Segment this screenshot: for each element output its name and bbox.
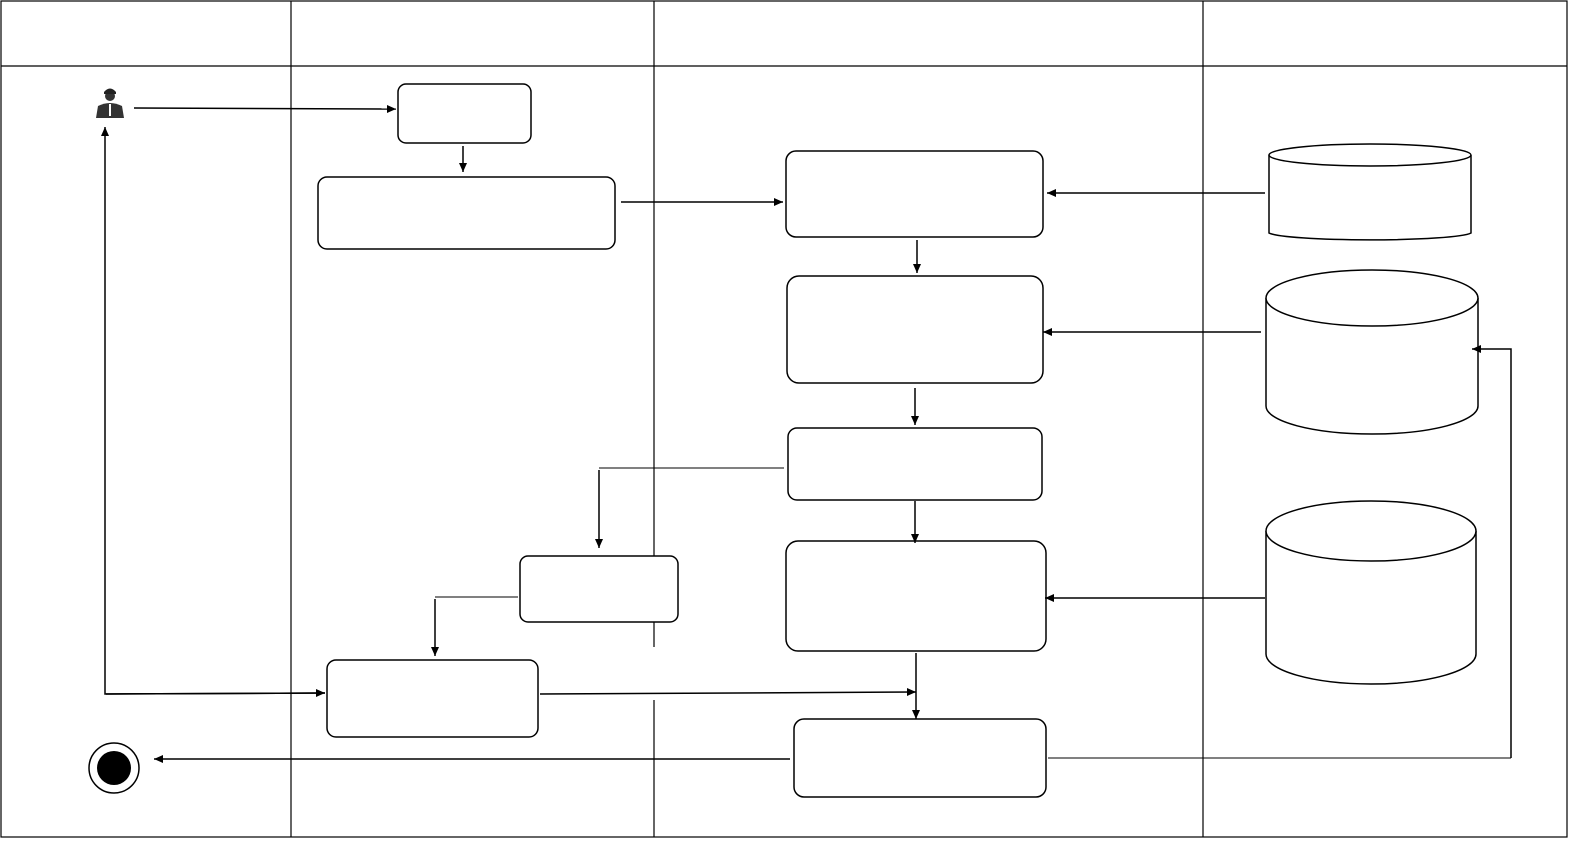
activity-box-a [397, 83, 532, 144]
activity-box-c [785, 150, 1044, 238]
datastore-1 [1268, 143, 1472, 241]
activity-box-d [786, 275, 1044, 384]
edge-i-to-db2-rise [1472, 345, 1512, 758]
edge-h-start-arrow [105, 689, 326, 698]
datastore-2 [1265, 269, 1479, 435]
activity-box-h [326, 659, 539, 738]
outer-border [0, 0, 1568, 838]
activity-box-f [785, 540, 1047, 652]
activity-box-i [793, 718, 1047, 798]
activity-box-e [787, 427, 1043, 501]
datastore-3 [1265, 500, 1477, 685]
user-icon [96, 88, 124, 118]
edge-h-to-actor [101, 127, 326, 695]
lane-frame [0, 0, 1568, 838]
activity-box-b [317, 176, 616, 250]
final-node [88, 742, 140, 794]
activity-box-g [519, 555, 679, 623]
edge-actor-to-a [133, 104, 397, 113]
edge-h-to-f-junction [539, 688, 917, 697]
